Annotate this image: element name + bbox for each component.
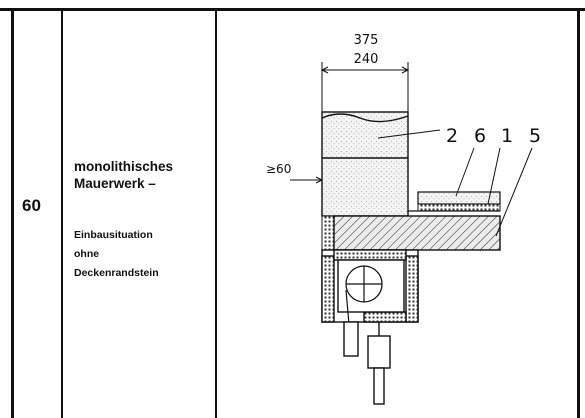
situation-line-3: Deckenrandstein: [74, 267, 159, 279]
callout-1: 1: [501, 125, 513, 147]
floor-slab: [333, 215, 501, 251]
column-divider-2: [215, 8, 217, 418]
callout-5: 5: [529, 125, 541, 147]
row-title: monolithisches Mauerwerk –: [74, 159, 174, 191]
dimension-group: [290, 62, 410, 190]
row-number: 60: [22, 196, 41, 215]
dimension-min-60: ≥60: [266, 162, 291, 176]
shutter-box: [321, 249, 419, 323]
masonry-wall: [321, 111, 409, 217]
table-right-border: [577, 8, 580, 418]
callout-2: 2: [446, 125, 458, 147]
table-top-border: [0, 8, 585, 11]
situation-line-2: ohne: [74, 248, 100, 260]
situation-line-1: Einbausituation: [74, 229, 153, 241]
table-left-border: [11, 8, 14, 418]
callout-6: 6: [474, 125, 486, 147]
screed-layer: [417, 191, 501, 205]
dimension-375: 375: [354, 33, 379, 48]
impact-insulation: [417, 203, 501, 212]
dimension-240: 240: [354, 52, 379, 67]
row-situation: Einbausituation ohne Deckenrandstein: [74, 226, 214, 283]
window-frame: [343, 321, 391, 405]
column-divider-1: [61, 8, 63, 418]
callout-leaders: [377, 129, 533, 237]
